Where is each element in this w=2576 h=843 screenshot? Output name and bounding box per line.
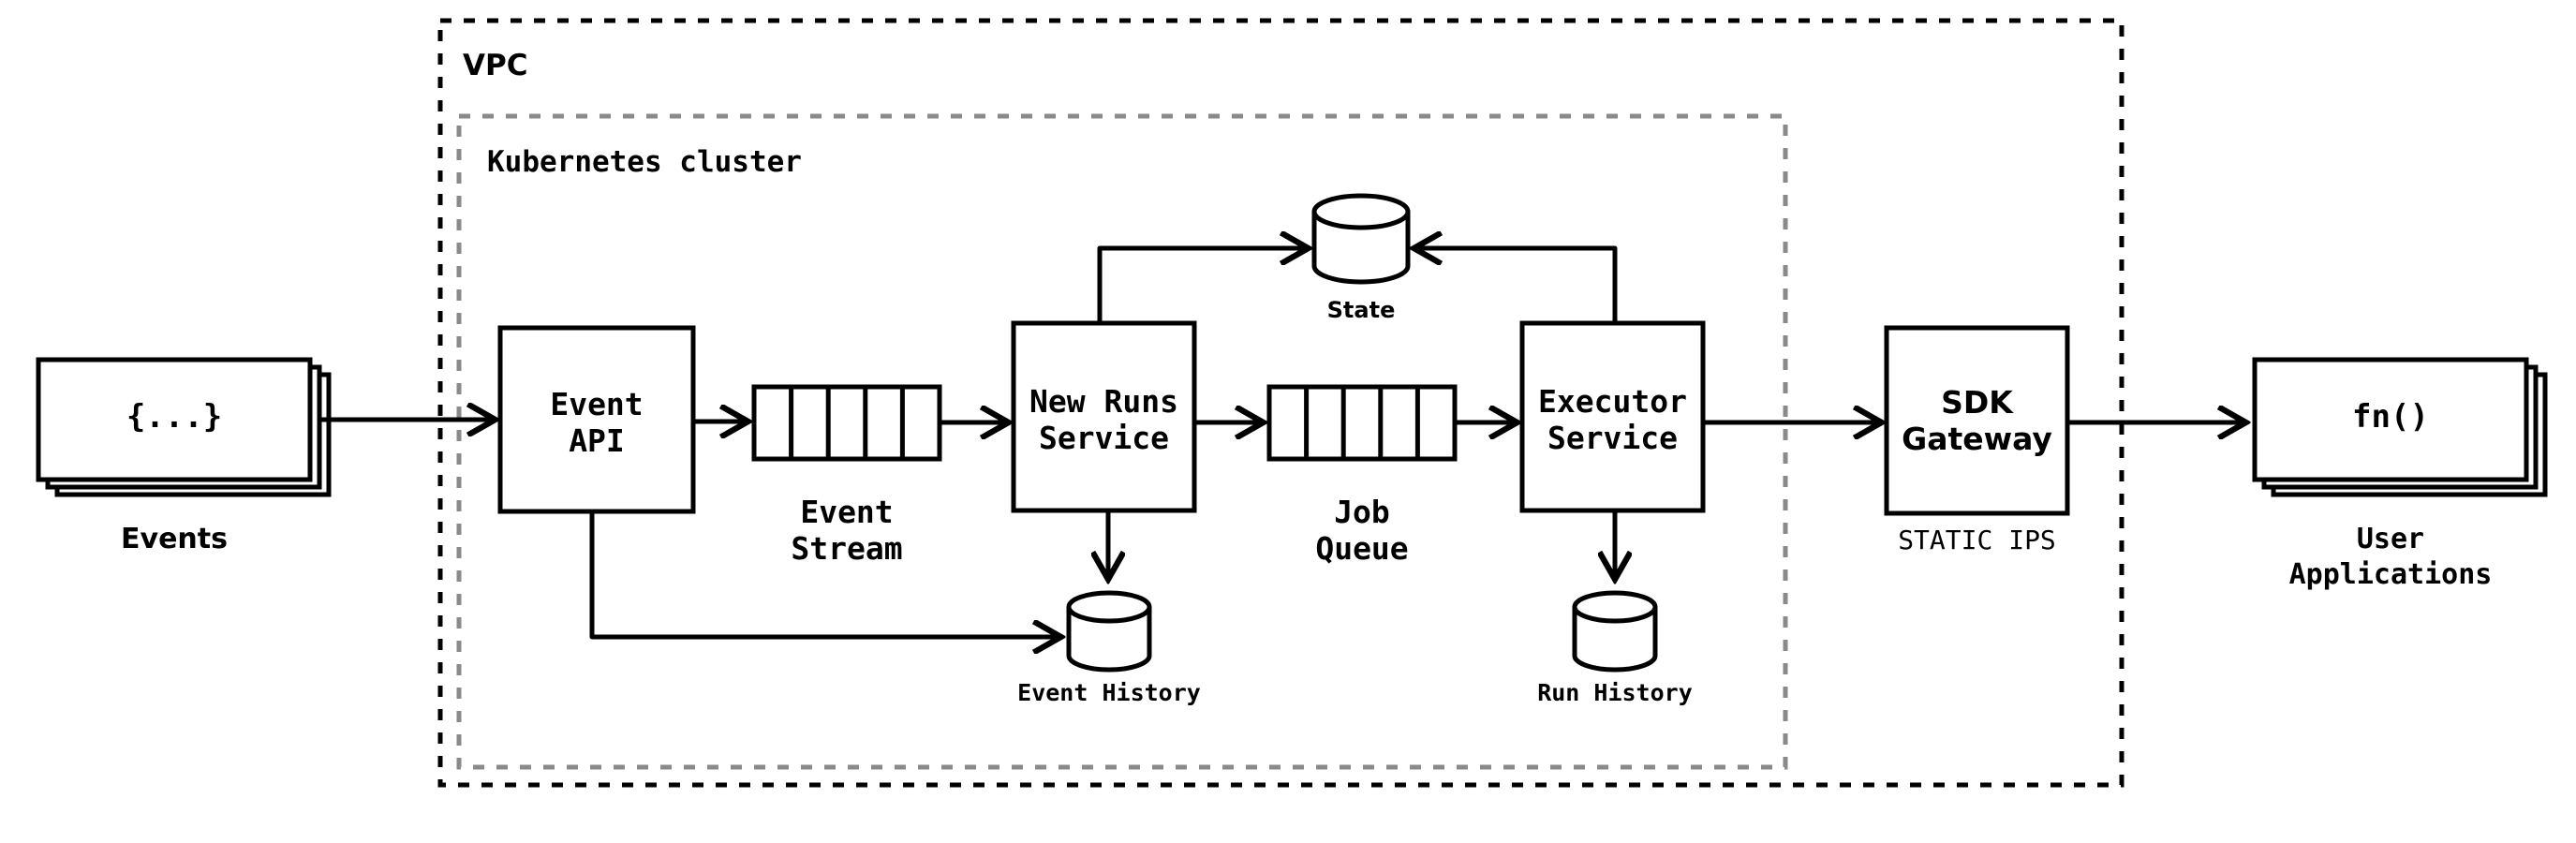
events-caption: Events	[121, 523, 228, 555]
events-node-text: {...}	[126, 398, 223, 436]
job-queue-caption-line1: Job	[1334, 494, 1390, 530]
state-cylinder	[1311, 193, 1411, 285]
event-stream-caption-line1: Event	[800, 494, 894, 530]
event-history-caption: Event History	[1017, 679, 1201, 706]
user-applications-node-text: fn()	[2352, 398, 2429, 436]
user-applications-node	[2252, 357, 2548, 497]
executor-service-box	[1519, 320, 1706, 513]
edge-event-api-to-event-history	[589, 511, 1060, 637]
event-history-cylinder	[1066, 590, 1152, 673]
kubernetes-cluster-label: Kubernetes cluster	[487, 145, 802, 179]
kubernetes-cluster-boundary	[456, 113, 1788, 770]
event-api-label-line2: API	[569, 422, 625, 459]
event-api-label-line1: Event	[550, 386, 644, 422]
user-applications-caption-line2: Applications	[2288, 558, 2493, 591]
new-runs-service-label-line2: Service	[1038, 420, 1170, 456]
sdk-gateway-label-line2: Gateway	[1902, 421, 2052, 457]
run-history-caption: Run History	[1537, 679, 1693, 706]
event-stream-caption-line2: Stream	[791, 530, 903, 567]
edge-new-runs-to-state	[1097, 248, 1308, 323]
run-history-cylinder	[1572, 590, 1658, 673]
events-node	[36, 357, 332, 497]
new-runs-service-box	[1011, 320, 1197, 513]
sdk-gateway-static-ips-caption: STATIC IPS	[1898, 525, 2056, 555]
executor-service-label-line1: Executor	[1538, 383, 1687, 420]
job-queue-caption-line2: Queue	[1315, 530, 1409, 567]
sdk-gateway-label-line1: SDK	[1941, 384, 2013, 421]
event-api-box	[497, 325, 696, 514]
event-stream-queue	[751, 384, 942, 462]
vpc-boundary	[437, 18, 2124, 788]
job-queue	[1266, 384, 1458, 462]
user-applications-caption-line1: User	[2356, 523, 2425, 555]
executor-service-label-line2: Service	[1547, 420, 1679, 456]
edge-executor-to-state	[1414, 248, 1618, 323]
new-runs-service-label-line1: New Runs	[1029, 383, 1178, 420]
state-caption: State	[1326, 297, 1396, 323]
vpc-label: VPC	[463, 49, 528, 82]
